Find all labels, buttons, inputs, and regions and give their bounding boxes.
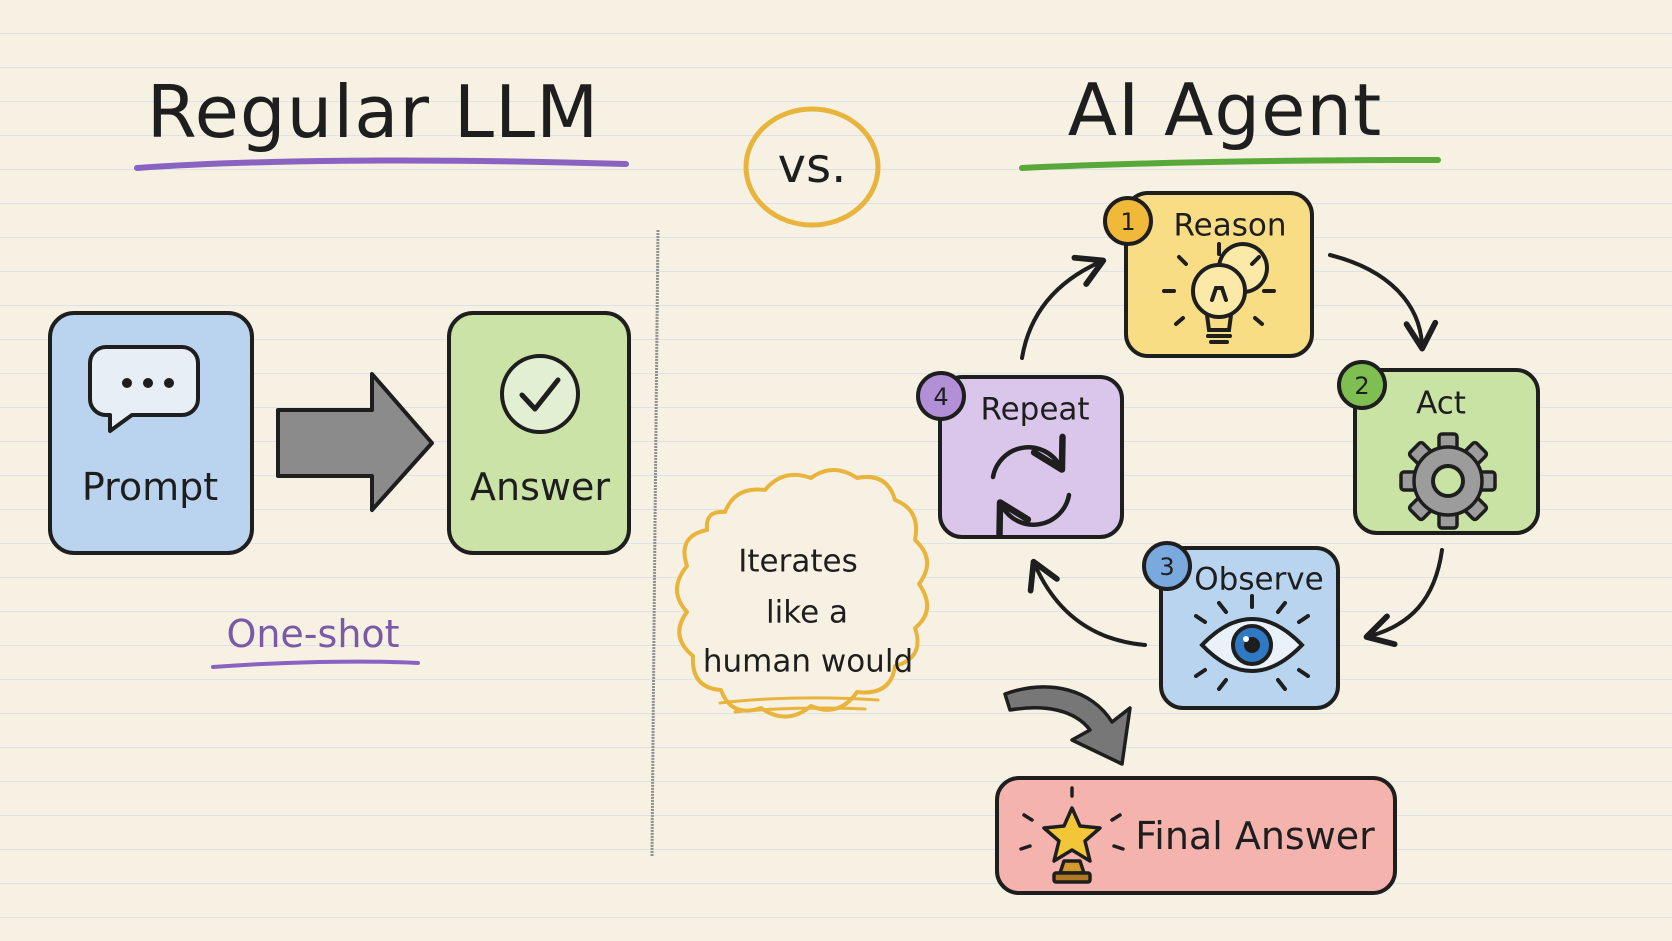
final-answer-box bbox=[995, 776, 1397, 895]
check-circle-icon bbox=[500, 354, 580, 434]
title-underline-left bbox=[134, 157, 629, 171]
eye-icon bbox=[1194, 594, 1310, 691]
chat-bubble-icon bbox=[88, 345, 200, 433]
one-shot-label: One-shot bbox=[226, 612, 400, 656]
vs-circle bbox=[743, 106, 881, 228]
step-number-2: 2 bbox=[1354, 372, 1370, 400]
regular-llm-title: Regular LLM bbox=[146, 70, 600, 154]
repeat-label: Repeat bbox=[980, 391, 1090, 428]
prompt-label: Prompt bbox=[81, 465, 219, 509]
observe-label: Observe bbox=[1194, 561, 1324, 598]
step-number-4: 4 bbox=[933, 383, 949, 411]
final-answer-label: Final Answer bbox=[1135, 814, 1375, 858]
step-number-3: 3 bbox=[1159, 553, 1175, 581]
one-shot-underline bbox=[211, 659, 420, 669]
arrow-repeat-to-reason bbox=[1020, 254, 1107, 360]
answer-label: Answer bbox=[470, 465, 610, 509]
reason-label: Reason bbox=[1173, 207, 1287, 244]
vs-label: vs. bbox=[777, 138, 847, 194]
cloud-line-1: Iterates bbox=[738, 543, 858, 580]
cycle-icon bbox=[990, 433, 1072, 539]
lightbulb-icon bbox=[1162, 242, 1276, 344]
step-badge-2 bbox=[1337, 360, 1387, 410]
cycle-arrows bbox=[1020, 253, 1444, 648]
arrow-observe-to-repeat bbox=[1027, 558, 1147, 647]
act-label: Act bbox=[1416, 385, 1466, 422]
final-arrow bbox=[1003, 685, 1132, 766]
step-number-1: 1 bbox=[1120, 208, 1136, 236]
arrow-act-to-observe bbox=[1363, 548, 1444, 648]
thought-cloud bbox=[675, 468, 929, 719]
step-badge-4 bbox=[916, 371, 966, 421]
cloud-line-2: like a bbox=[766, 594, 848, 631]
ai-agent-title: AI Agent bbox=[1067, 68, 1383, 152]
gear-icon bbox=[1399, 432, 1497, 530]
block-arrow bbox=[276, 372, 434, 512]
step-badge-3 bbox=[1142, 541, 1192, 591]
arrow-reason-to-act bbox=[1328, 253, 1439, 352]
title-underline-right bbox=[1019, 157, 1441, 171]
step-badge-1 bbox=[1103, 196, 1153, 246]
trophy-star-icon bbox=[1019, 786, 1125, 884]
center-divider bbox=[650, 229, 660, 857]
cloud-line-3: human would bbox=[702, 643, 914, 680]
